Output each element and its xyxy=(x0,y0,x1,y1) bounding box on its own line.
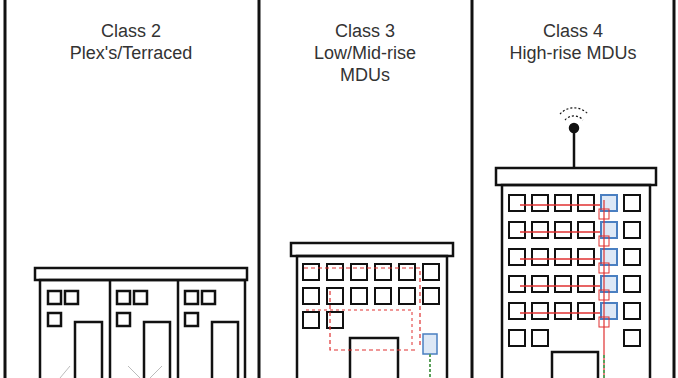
terraced-houses xyxy=(35,268,247,378)
panel-subtitle: High-rise MDUs xyxy=(478,42,668,64)
drop-cable xyxy=(60,366,162,378)
panel-divider xyxy=(5,0,674,378)
panel-subtitle: Low/Mid-rise MDUs xyxy=(300,42,430,86)
panel-subtitle: Plex's/Terraced xyxy=(11,42,251,64)
panel-title: Class 2 xyxy=(11,20,251,42)
high-rise-building xyxy=(496,108,656,378)
panel-title: Class 3 xyxy=(265,20,465,42)
window-grid xyxy=(509,195,640,346)
riser-cabling xyxy=(520,200,609,378)
in-building-cabling xyxy=(302,268,437,378)
mid-rise-building xyxy=(291,243,453,378)
window-grid xyxy=(303,264,439,328)
panel-title: Class 4 xyxy=(478,20,668,42)
